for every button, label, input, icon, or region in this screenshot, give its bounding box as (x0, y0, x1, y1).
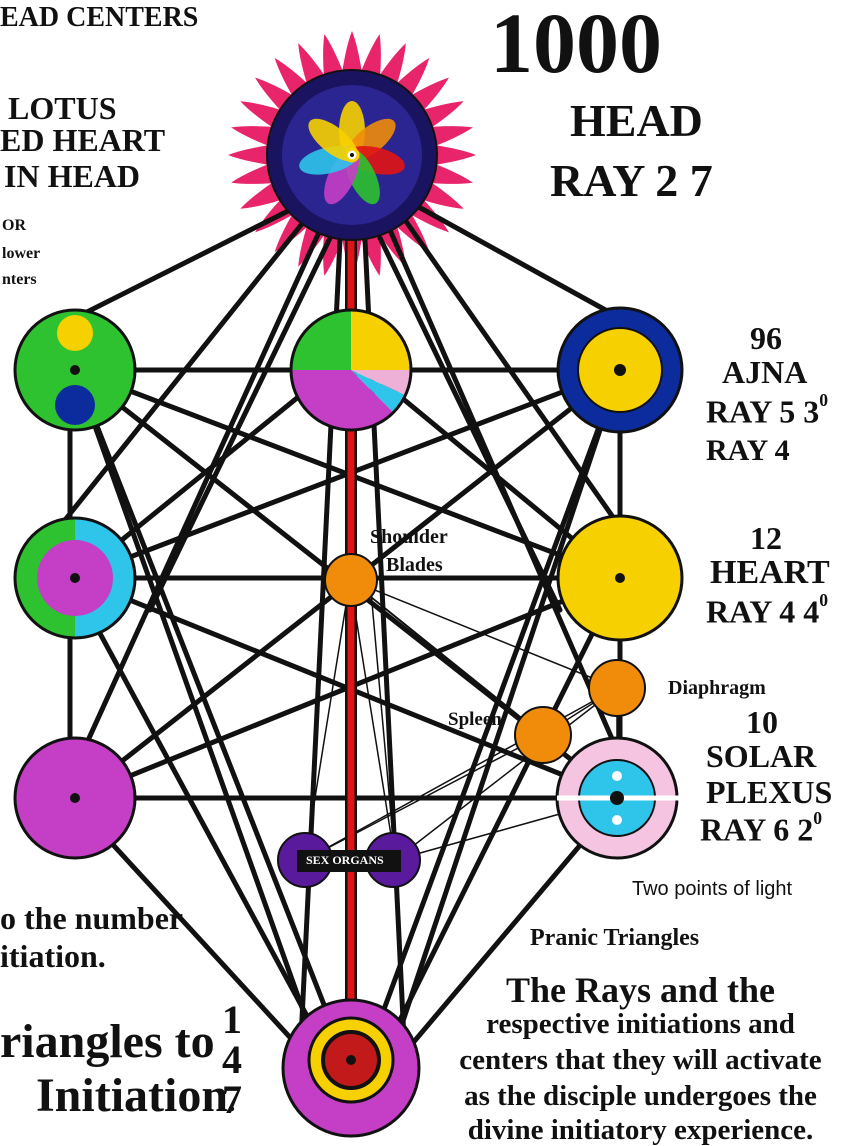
throat-pie-center (291, 310, 411, 430)
number-line-2: itiation. (0, 940, 106, 972)
heart-ray: RAY 4 40 (706, 592, 828, 628)
side-number-4: 4 (222, 1040, 242, 1080)
lotus-petal (228, 146, 267, 165)
solar-title-2: PLEXUS (706, 776, 832, 808)
head-title: HEAD (570, 98, 703, 144)
lotus-petal (343, 31, 362, 70)
heart-center (558, 516, 682, 640)
side-number-1: 1 (222, 1000, 242, 1040)
head-center (267, 70, 437, 240)
upper-left-center (15, 310, 135, 430)
diaphragm-label: Diaphragm (668, 678, 766, 698)
middle-left-center (15, 518, 135, 638)
number-line-1: o the number (0, 902, 183, 934)
base-center (283, 1000, 419, 1136)
ajna-center (558, 308, 682, 432)
lotus-heart-label: ED HEART (0, 124, 165, 156)
solar-ray: RAY 6 20 (700, 810, 822, 846)
lotus-petal (433, 126, 473, 145)
lotus-head-label: IN HEAD (4, 160, 140, 192)
head-petal-count: 1000 (490, 0, 662, 86)
solar-plexus-center (557, 738, 680, 858)
head-ray: RAY 2 7 (550, 158, 713, 204)
note-centers: nters (2, 272, 37, 288)
head-centers-label: EAD CENTERS (0, 4, 198, 32)
solar-title-1: SOLAR (706, 740, 816, 772)
ajna-petal-count: 96 (750, 322, 782, 354)
shoulder-blades-center (325, 554, 377, 606)
rays-paragraph-line-1: The Rays and the (438, 972, 843, 1008)
shoulder-label: Shoulder (370, 527, 448, 547)
heart-petal-count: 12 (750, 522, 782, 554)
sex-organs-label: SEX ORGANS (306, 854, 384, 866)
blades-label: Blades (386, 555, 443, 575)
side-number-7: 7 (222, 1080, 242, 1120)
lotus-petal (323, 34, 342, 74)
ajna-title: AJNA (722, 356, 807, 388)
pranic-triangles-label: Pranic Triangles (530, 926, 699, 950)
ajna-ray-secondary: RAY 4 (706, 436, 790, 466)
rays-paragraph-line-3: centers that they will activate (438, 1046, 843, 1075)
two-points-label: Two points of light (632, 879, 792, 899)
lotus-petal (437, 146, 476, 165)
diaphragm-center (589, 660, 645, 716)
rays-paragraph-line-2: respective initiations and (438, 1010, 843, 1039)
rays-paragraph-line-4: as the disciple undergoes the (438, 1082, 843, 1111)
lotus-label: LOTUS (8, 92, 116, 124)
note-lower: lower (2, 246, 40, 262)
note-or: OR (2, 218, 26, 234)
ajna-ray: RAY 5 30 (706, 392, 828, 428)
spleen-label: Spleen (448, 710, 502, 729)
solar-petal-count: 10 (746, 706, 778, 738)
lotus-petal (433, 165, 473, 184)
lower-left-center (15, 738, 135, 858)
triangles-line: riangles to (0, 1018, 215, 1066)
lotus-petal (362, 34, 381, 74)
heart-title: HEART (710, 556, 830, 590)
lotus-petal (231, 126, 271, 145)
initiation-line: Initiation. (36, 1072, 236, 1120)
spleen-center (515, 707, 571, 763)
lotus-petal (231, 165, 271, 184)
rays-paragraph-line-5: divine initiatory experience. (438, 1116, 843, 1145)
